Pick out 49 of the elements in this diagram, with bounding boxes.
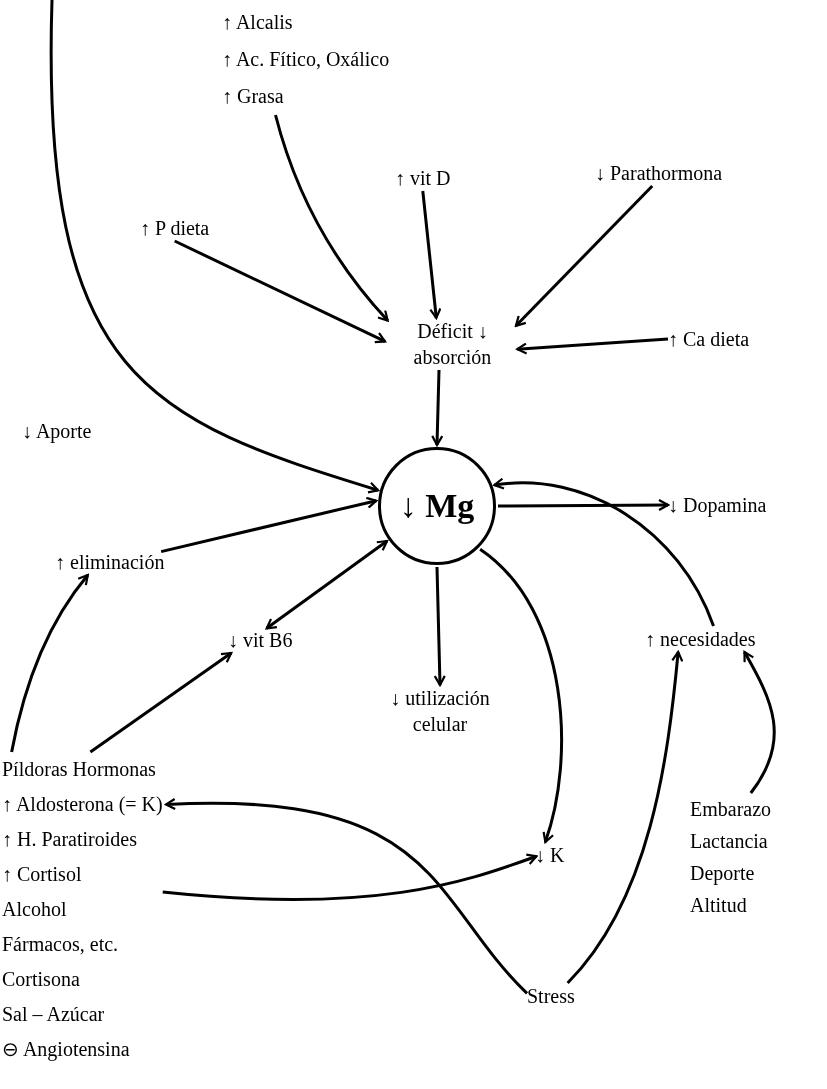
term-label: Stress xyxy=(527,983,575,1009)
arrow xyxy=(743,650,776,794)
arrow xyxy=(164,798,529,995)
term-label: ↑ P dieta xyxy=(140,215,210,241)
arrow xyxy=(514,184,654,327)
arrow xyxy=(265,539,389,630)
factor-text: Sal – Azúcar xyxy=(2,1002,105,1027)
arrow xyxy=(162,853,538,901)
arrow xyxy=(433,566,446,687)
term-label: ↓ Aporte xyxy=(22,418,92,444)
factor-text: Cortisona xyxy=(2,967,80,992)
term-label: ↓ utilización celular xyxy=(365,685,515,737)
factor-text: ↑ Grasa xyxy=(222,84,284,109)
factor-text: Píldoras Hormonas xyxy=(2,757,156,782)
node-label: ↓ Mg xyxy=(399,489,475,523)
arrow xyxy=(516,337,669,355)
arrow xyxy=(431,369,444,447)
arrow xyxy=(50,0,380,494)
factor-text: Alcohol xyxy=(2,897,67,922)
term-label: ↓ Parathormona xyxy=(595,160,723,186)
arrow xyxy=(493,478,715,627)
arrow xyxy=(10,573,89,753)
term-label: ↑ vit D xyxy=(395,165,451,191)
factor-text: ↑ Alcalis xyxy=(222,10,293,35)
term-label: ↑ eliminación xyxy=(55,549,165,575)
factor-text: Lactancia xyxy=(690,829,768,854)
factor-text: ⊖ Angiotensina xyxy=(2,1037,130,1063)
term-label: ↓ K xyxy=(535,842,565,868)
arrow xyxy=(89,651,233,754)
factor-text: ↑ Aldosterona (= K) xyxy=(2,792,163,818)
factor-text: Fármacos, etc. xyxy=(2,932,119,957)
term-label: ↓ Dopamina xyxy=(668,492,767,518)
factor-text: Deporte xyxy=(690,861,755,887)
arrow xyxy=(421,190,442,320)
arrow xyxy=(566,650,684,984)
factor-text: ↑ H. Paratiroides xyxy=(2,827,137,852)
term-label: Déficit ↓ absorción xyxy=(385,318,520,370)
arrow xyxy=(498,498,670,512)
arrow xyxy=(274,114,389,322)
factor-text: Altitud xyxy=(690,893,747,918)
arrow xyxy=(160,496,378,554)
term-label: ↑ Ca dieta xyxy=(668,326,750,352)
arrow xyxy=(174,239,387,344)
term-label: ↑ necesidades xyxy=(645,626,756,652)
arrow xyxy=(479,547,564,844)
factor-text: ↑ Ac. Fítico, Oxálico xyxy=(222,47,390,72)
factor-text: ↑ Cortisol xyxy=(2,862,82,887)
term-label: ↓ vit B6 xyxy=(228,627,293,653)
factor-text: Embarazo xyxy=(690,797,772,822)
